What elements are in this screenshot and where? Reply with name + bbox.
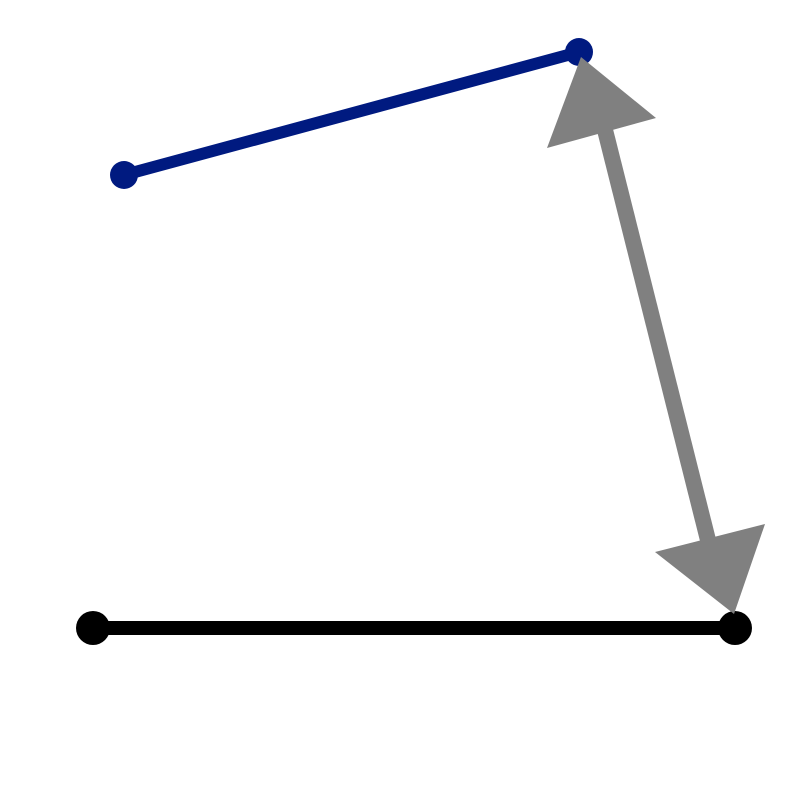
blue-segment-right-endpoint — [565, 38, 593, 66]
black-segment — [76, 611, 752, 645]
black-segment-left-endpoint — [76, 611, 110, 645]
black-segment-right-endpoint — [718, 611, 752, 645]
double-arrow-top-head — [547, 57, 656, 148]
double-arrow-shaft — [595, 120, 721, 562]
blue-segment-line — [118, 46, 585, 181]
blue-segment-left-endpoint — [110, 161, 138, 189]
double-arrow-bottom-head — [655, 524, 765, 614]
double-arrow — [547, 57, 765, 614]
blue-segment — [110, 38, 593, 189]
